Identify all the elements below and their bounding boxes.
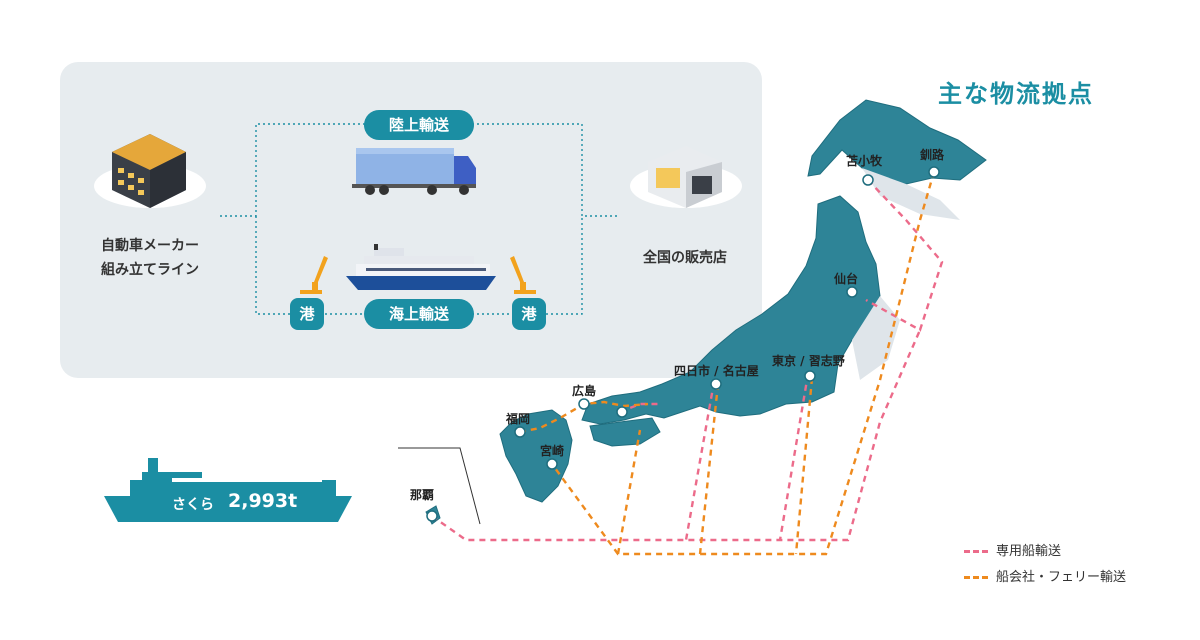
- city-markers: [426, 166, 940, 522]
- city-fukuoka: 福岡: [506, 412, 531, 426]
- honshu-shape: [581, 195, 881, 425]
- cargo-ship-icon: [104, 458, 352, 522]
- city-naha: 那覇: [410, 488, 435, 502]
- legend-swatch-pink: [964, 550, 988, 553]
- dedicated-ship-routes: [431, 179, 944, 542]
- land-transport-label: 陸上輸送: [364, 110, 474, 140]
- ship-tonnage: 2,993t: [228, 490, 298, 512]
- shikoku-shape: [589, 417, 661, 447]
- dealer-label: 全国の販売店: [643, 250, 727, 266]
- flow-connectors: [220, 123, 618, 315]
- hokkaido-shape: [807, 99, 987, 185]
- city-tomakomai: 苫小牧: [846, 154, 883, 168]
- dealer-store-icon: [630, 146, 742, 208]
- factory-building-icon: [94, 134, 206, 208]
- legend-swatch-orange: [964, 576, 988, 579]
- port-right-badge: 港: [512, 298, 546, 330]
- automaker-label-line1: 自動車メーカー: [101, 238, 199, 254]
- city-miyazaki: 宮崎: [540, 444, 565, 458]
- map-shadow: [852, 168, 960, 380]
- sea-transport-label: 海上輸送: [364, 299, 474, 329]
- port-left-badge: 港: [290, 298, 324, 330]
- legend-dedicated-ship: 専用船輸送: [964, 540, 1061, 559]
- map-title: 主な物流拠点: [938, 80, 1094, 108]
- legend-label-ferry: 船会社・フェリー輸送: [996, 570, 1127, 585]
- legend-label-dedicated: 専用船輸送: [996, 544, 1062, 559]
- city-yokkaichi-nagoya: 四日市 / 名古屋: [674, 364, 759, 378]
- automaker-label: 自動車メーカー 組み立てライン: [80, 234, 220, 282]
- ship-name: さくら: [172, 497, 214, 513]
- city-hiroshima: 広島: [572, 384, 597, 398]
- truck-icon: [352, 148, 476, 195]
- automaker-label-line2: 組み立てライン: [101, 262, 199, 278]
- city-sendai: 仙台: [834, 272, 859, 286]
- ferry-ship-icon: [346, 244, 496, 290]
- city-kushiro: 釧路: [920, 148, 945, 162]
- crane-right-icon: [510, 256, 536, 294]
- city-tokyo-narashino: 東京 / 習志野: [772, 354, 845, 368]
- legend-ferry: 船会社・フェリー輸送: [964, 566, 1126, 585]
- crane-left-icon: [300, 256, 328, 294]
- naha-leader-line: [398, 447, 481, 525]
